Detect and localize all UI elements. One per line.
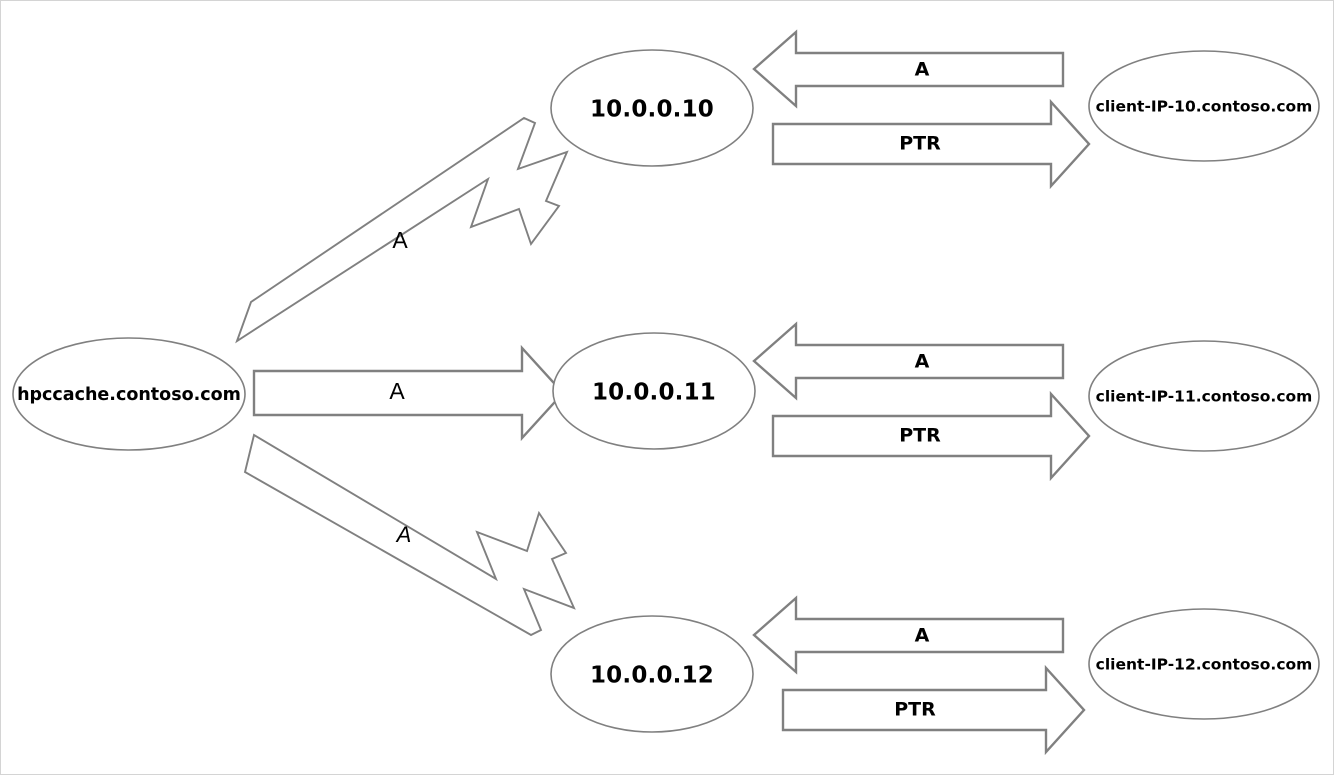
back-arrow-left-shape-3 xyxy=(752,595,1065,675)
diagonal-arrow-up-shape xyxy=(235,116,569,344)
forward-arrow-right-shape-3 xyxy=(781,664,1086,756)
ip-ellipse-1[interactable] xyxy=(550,49,754,167)
ip-node-label-1: 10.0.0.10 xyxy=(590,97,714,123)
arrow-ip-to-client-2 xyxy=(771,390,1091,482)
back-arrow-left-shape-2 xyxy=(752,321,1065,401)
ip-ellipse-3[interactable] xyxy=(550,615,754,733)
arrow-source-to-ip-1 xyxy=(235,116,569,344)
forward-arrow-label-ptr-1: PTR xyxy=(899,133,941,155)
arrow-label-a-row-3: A xyxy=(395,522,412,547)
ip-node-label-3: 10.0.0.12 xyxy=(590,663,714,689)
forward-arrow-right-shape-1 xyxy=(771,98,1091,190)
arrow-label-a-row-2: A xyxy=(389,378,405,404)
node-source[interactable]: hpccache.contoso.com xyxy=(12,337,246,451)
client-node-label-3: client-IP-12.contoso.com xyxy=(1096,656,1313,674)
back-arrow-label-a-1: A xyxy=(915,59,930,81)
back-arrow-label-a-2: A xyxy=(915,351,930,373)
node-client-2[interactable]: client-IP-11.contoso.com xyxy=(1088,340,1320,452)
node-client-3[interactable]: client-IP-12.contoso.com xyxy=(1088,608,1320,720)
arrow-client-to-ip-3 xyxy=(752,595,1065,675)
client-ellipse-1[interactable] xyxy=(1088,50,1320,162)
node-client-1[interactable]: client-IP-10.contoso.com xyxy=(1088,50,1320,162)
forward-arrow-right-shape-2 xyxy=(771,390,1091,482)
arrow-ip-to-client-3 xyxy=(781,664,1086,756)
ip-ellipse-2[interactable] xyxy=(552,332,756,450)
arrow-client-to-ip-1 xyxy=(752,29,1065,109)
arrow-label-a-row-1: A xyxy=(392,227,408,253)
node-ip-2[interactable]: 10.0.0.11 xyxy=(552,332,756,450)
client-node-label-1: client-IP-10.contoso.com xyxy=(1096,98,1313,116)
client-ellipse-2[interactable] xyxy=(1088,340,1320,452)
node-ip-3[interactable]: 10.0.0.12 xyxy=(550,615,754,733)
client-node-label-2: client-IP-11.contoso.com xyxy=(1096,388,1313,406)
node-ip-1[interactable]: 10.0.0.10 xyxy=(550,49,754,167)
arrow-client-to-ip-2 xyxy=(752,321,1065,401)
horizontal-arrow-right-shape xyxy=(252,344,565,442)
arrow-source-to-ip-3 xyxy=(243,433,576,637)
client-ellipse-3[interactable] xyxy=(1088,608,1320,720)
source-node-label: hpccache.contoso.com xyxy=(17,385,241,405)
back-arrow-left-shape-1 xyxy=(752,29,1065,109)
ip-node-label-2: 10.0.0.11 xyxy=(592,380,716,406)
arrow-ip-to-client-1 xyxy=(771,98,1091,190)
forward-arrow-label-ptr-3: PTR xyxy=(894,699,936,721)
source-ellipse[interactable] xyxy=(12,337,246,451)
forward-arrow-label-ptr-2: PTR xyxy=(899,425,941,447)
diagonal-arrow-down-shape xyxy=(243,433,576,637)
arrow-source-to-ip-2 xyxy=(252,344,565,442)
back-arrow-label-a-3: A xyxy=(915,625,930,647)
